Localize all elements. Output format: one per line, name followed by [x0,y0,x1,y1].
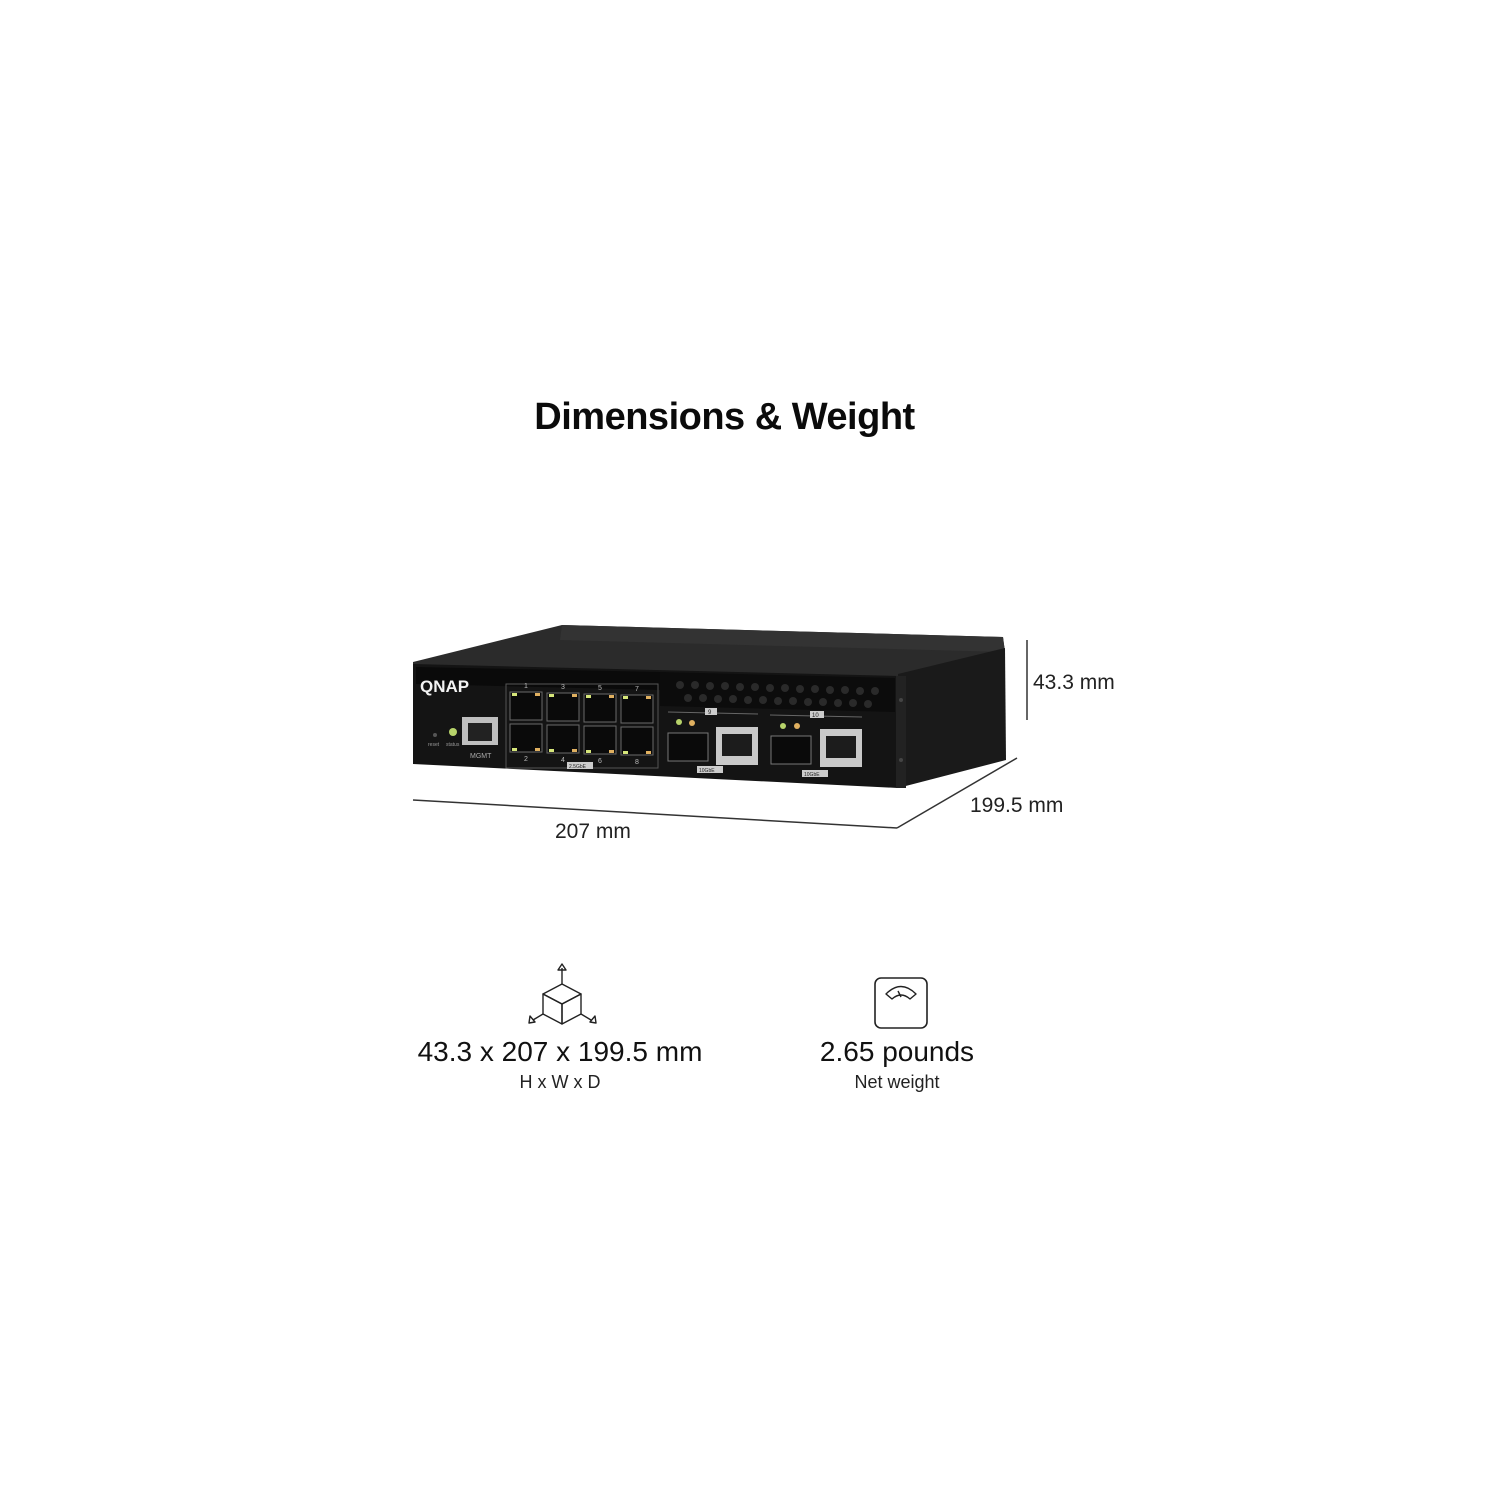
switch-right-side [898,648,1006,788]
port-number: 6 [598,758,602,765]
port-number: 3 [561,684,565,691]
size-value: 43.3 x 207 x 199.5 mm [417,1036,703,1067]
sfp-port-9[interactable] [667,732,709,762]
rj45-port-grid [509,691,654,756]
weight-value: 2.65 pounds [819,1036,975,1067]
port-group-label: 2.5GbE [569,764,587,770]
sfp-group-label: 10GbE [804,772,820,778]
port-number: 4 [561,757,565,764]
status-label: status [446,742,460,748]
weight-caption: Net weight [854,1072,940,1092]
size-caption: H x W x D [519,1072,601,1092]
status-led [449,728,457,736]
size-spec: 43.3 x 207 x 199.5 mm H x W x D [370,1036,750,1093]
port-number: 5 [598,685,602,692]
sfp-port-10[interactable] [770,735,812,765]
qnap-logo: QNAP [420,677,469,696]
sfp-group-label: 10GbE [699,768,715,774]
height-dimension-label: 43.3 mm [1033,671,1115,694]
weight-spec: 2.65 pounds Net weight [707,1036,1087,1093]
reset-pinhole[interactable] [433,733,437,737]
port-number: 1 [524,683,528,690]
width-dimension-line [412,799,898,829]
combo-port-number: 9 [708,710,712,716]
mgmt-label: MGMT [470,753,492,760]
depth-dimension-label: 199.5 mm [970,794,1064,817]
page-title: Dimensions & Weight [534,396,915,438]
reset-label: reset [428,742,440,748]
port-number: 7 [635,686,639,693]
port-number: 2 [524,756,528,763]
scale-icon [874,977,928,1029]
depth-dimension-line [896,757,1018,829]
width-dimension-label: 207 mm [555,820,631,843]
combo-port-number: 10 [812,713,819,719]
cube-dimensions-icon [528,963,597,1025]
port-number: 8 [635,759,639,766]
